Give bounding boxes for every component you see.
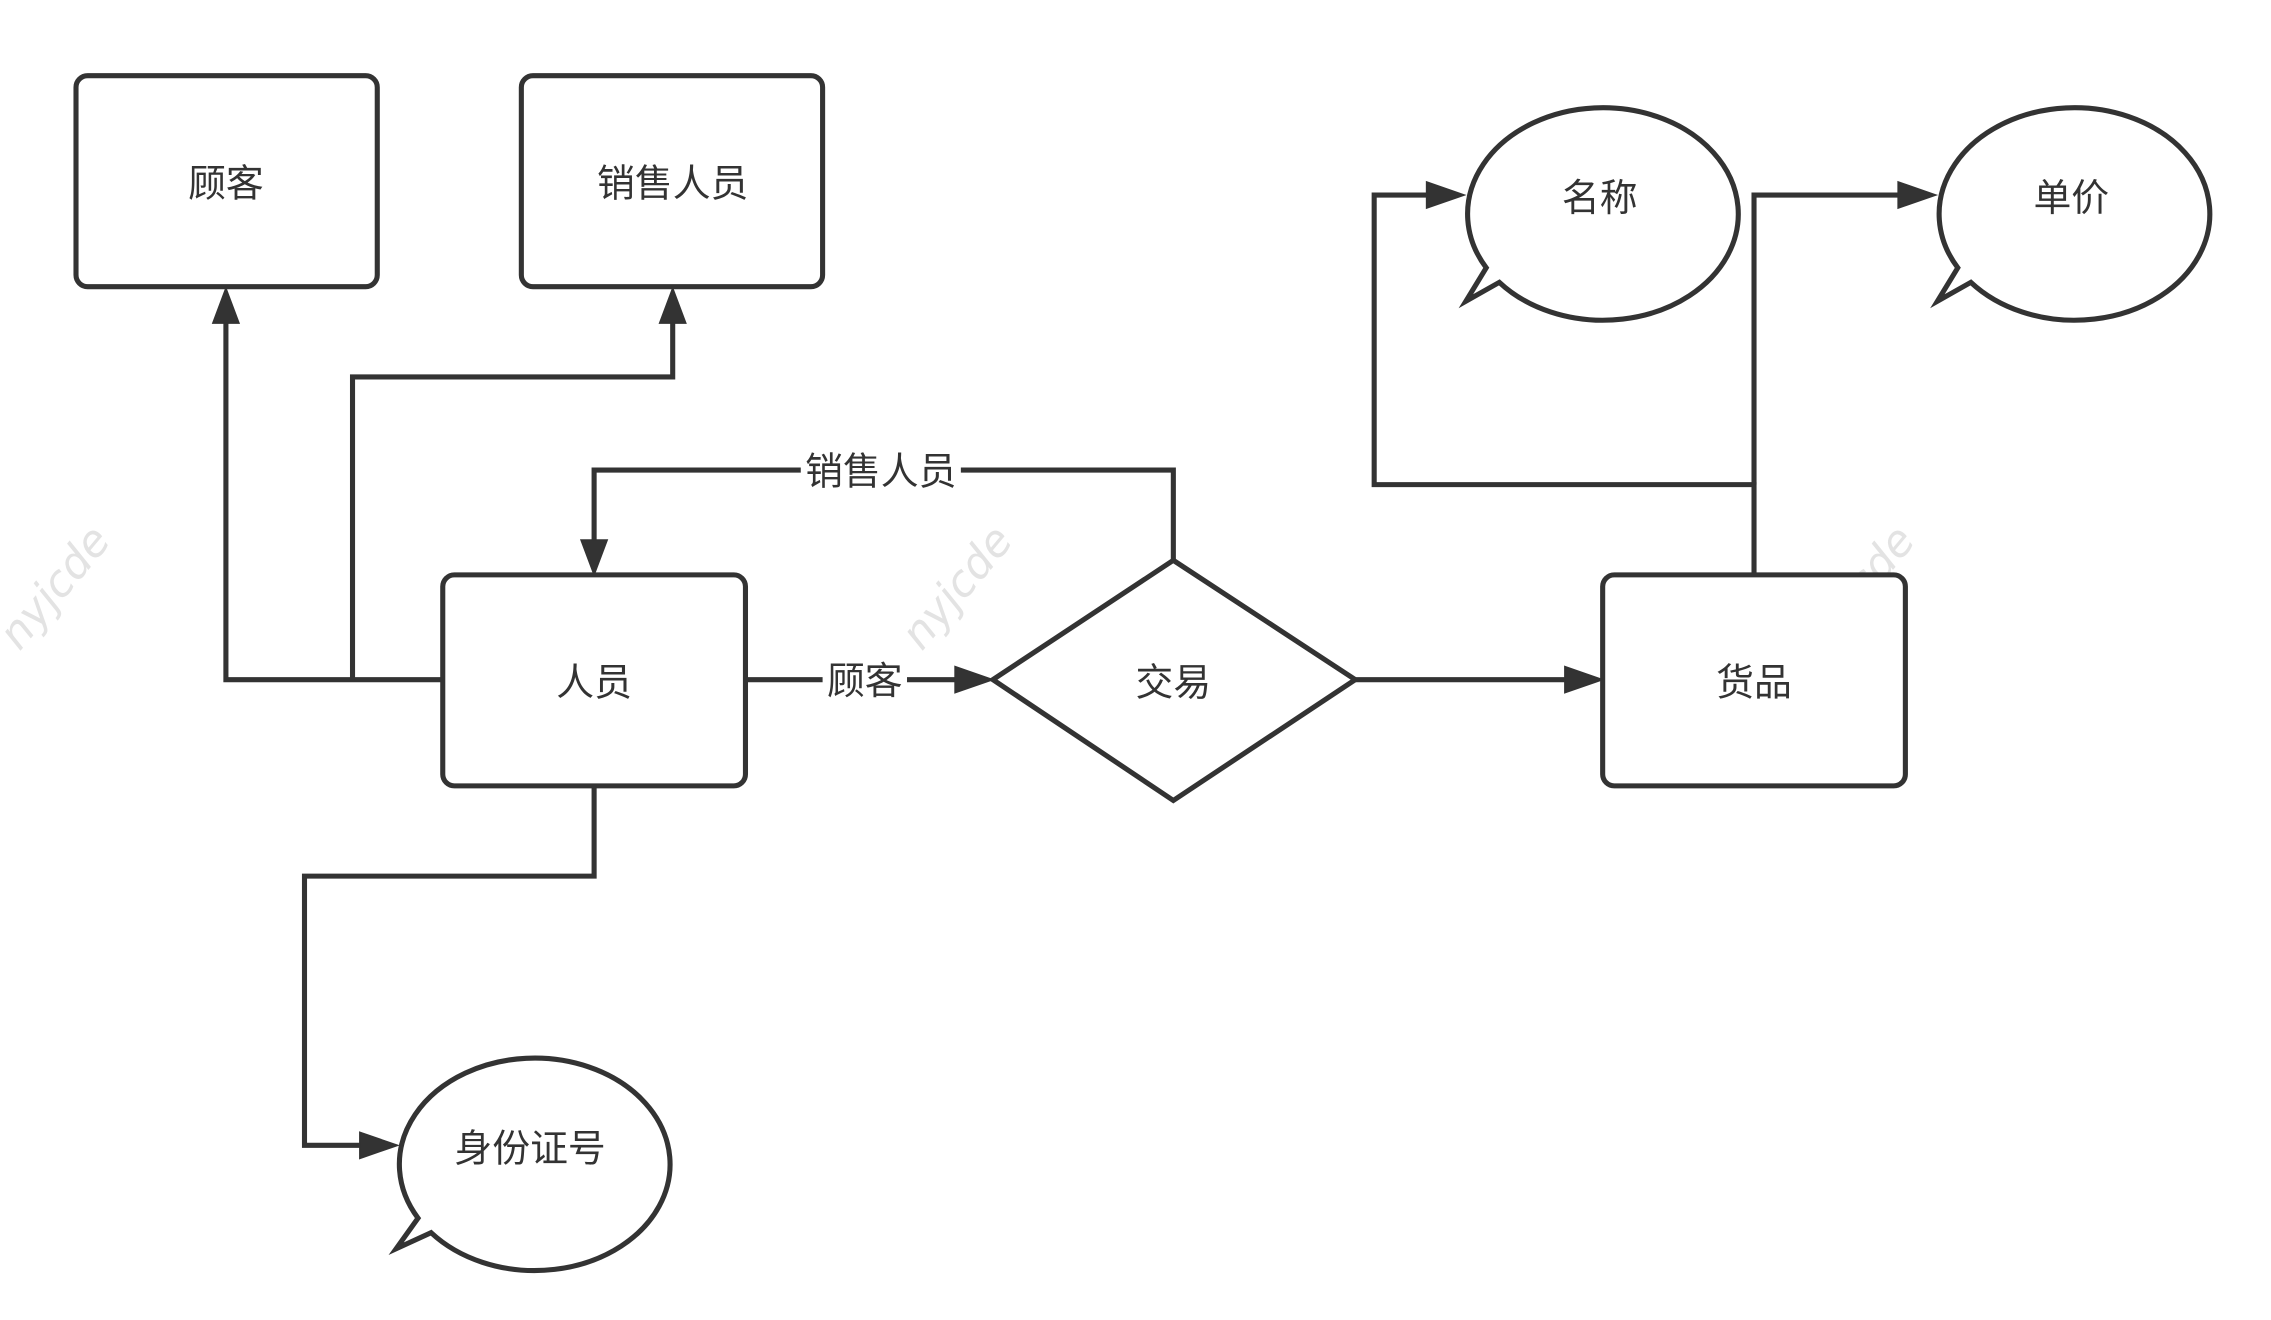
node-label: 销售人员 (597, 161, 748, 205)
arrowhead (658, 286, 687, 324)
node-unit-price[interactable]: 单价 (1930, 105, 2213, 323)
edge-label-customer: 顾客 (827, 659, 903, 703)
node-name[interactable]: 名称 (1458, 105, 1741, 323)
node-label: 货品 (1716, 661, 1792, 705)
edges: 销售人员 顾客 (211, 180, 1939, 1160)
node-id-number[interactable]: 身份证号 (388, 1055, 673, 1274)
edge-label-salesperson: 销售人员 (805, 450, 956, 494)
node-salesperson[interactable]: 销售人员 (518, 73, 826, 290)
arrowhead (579, 539, 609, 577)
node-transaction[interactable]: 交易 (988, 557, 1360, 804)
arrowhead (211, 286, 241, 324)
watermark: nyjcde (0, 516, 121, 659)
edge-goods-name[interactable] (1371, 192, 1757, 575)
node-label: 身份证号 (454, 1126, 605, 1170)
edge-label-bg (800, 448, 961, 495)
arrowhead (1897, 180, 1939, 210)
node-label: 单价 (2033, 176, 2109, 220)
node-person[interactable]: 人员 (440, 572, 749, 789)
node-label: 人员 (556, 661, 632, 705)
node-customer[interactable]: 顾客 (73, 73, 380, 290)
edge-label-bg (822, 657, 908, 705)
arrowhead (1425, 180, 1467, 210)
edge-person-id-number[interactable] (301, 785, 597, 1148)
arrowhead (1564, 665, 1605, 694)
node-label: 交易 (1136, 661, 1212, 705)
node-label: 名称 (1562, 176, 1638, 220)
edge-goods-unit-price[interactable] (1751, 192, 1904, 485)
arrowhead (954, 665, 996, 694)
node-goods[interactable]: 货品 (1600, 572, 1908, 789)
edge-person-customer[interactable] (223, 320, 443, 683)
node-label: 顾客 (188, 161, 264, 205)
watermark: nyjcde (891, 516, 1023, 659)
arrowhead (359, 1131, 400, 1160)
edge-person-salesperson[interactable] (349, 320, 676, 680)
